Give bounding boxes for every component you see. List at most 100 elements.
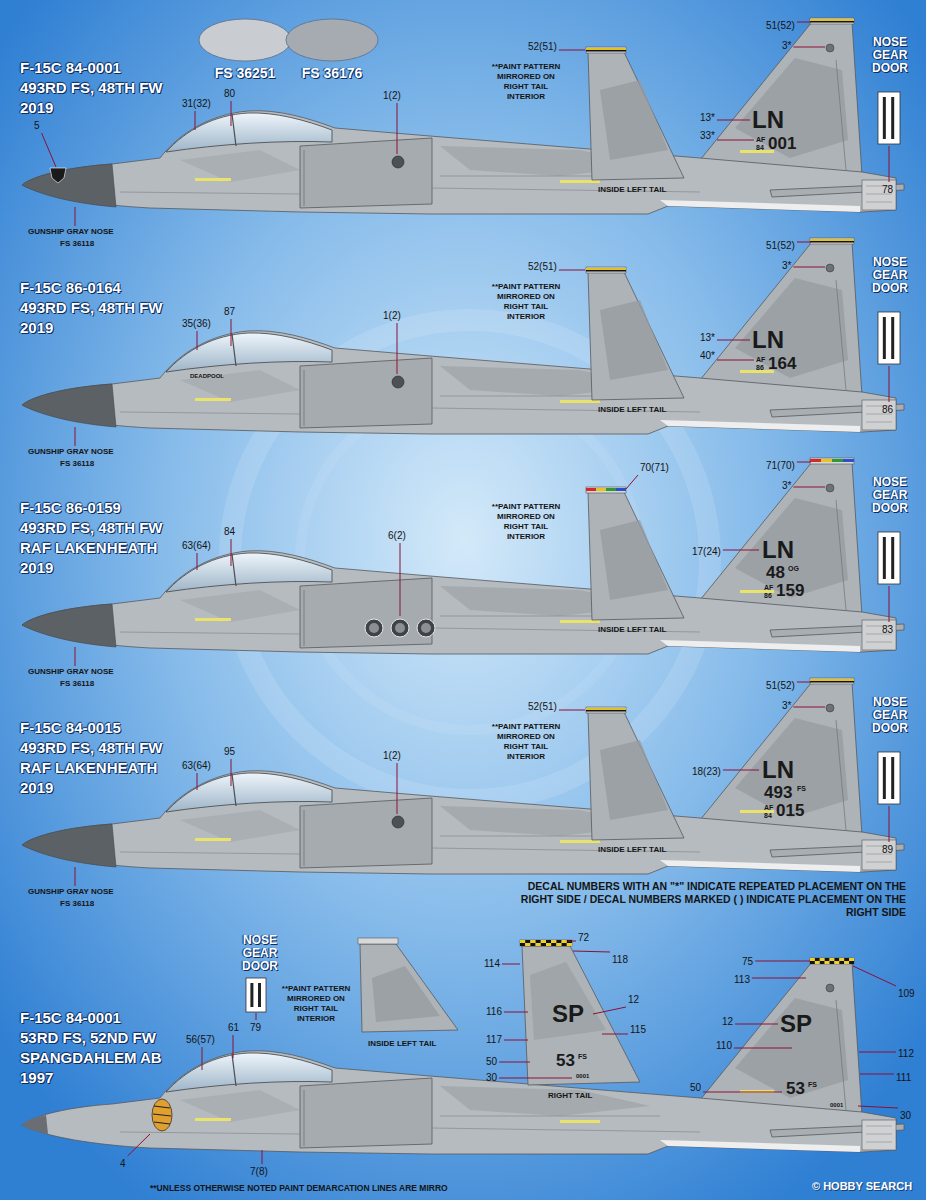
stencil-text: 0001 <box>830 1102 843 1108</box>
art-shape <box>735 278 848 378</box>
callout-number: 70(71) <box>640 462 669 473</box>
callout-number: 63(64) <box>182 760 211 771</box>
art-shape <box>546 940 551 943</box>
fin-cap <box>586 47 626 53</box>
serial-number: 015 <box>776 802 804 819</box>
spangdahlem-tails <box>358 938 640 1085</box>
serial-prefix: 86 <box>756 364 764 371</box>
art-shape <box>586 488 596 491</box>
art-shape <box>836 280 846 390</box>
art-shape <box>195 1118 231 1121</box>
art-shape <box>560 1120 600 1123</box>
art-shape <box>520 943 525 946</box>
callout-number: 5 <box>34 120 40 131</box>
aircraft-title: F-15C 84-0015 <box>20 720 121 737</box>
callout-number: 1(2) <box>383 310 401 321</box>
fin-cap <box>586 707 626 713</box>
art-shape <box>180 810 300 842</box>
leader-line <box>504 1012 528 1013</box>
nose-gear-door <box>878 752 900 804</box>
leader-line <box>400 543 401 616</box>
callout-number: 35(36) <box>182 318 211 329</box>
art-shape <box>820 961 825 964</box>
leader-line <box>197 331 198 350</box>
art-shape <box>120 192 300 194</box>
art-shape <box>440 1086 650 1116</box>
paint-note: **PAINT PATTERN MIRRORED ON RIGHT TAIL I… <box>486 502 566 542</box>
aircraft-title: 493RD FS, 48TH FW <box>20 80 163 97</box>
art-shape <box>588 52 684 180</box>
callout-number: 63(64) <box>182 540 211 551</box>
art-shape <box>826 984 834 992</box>
art-shape <box>546 943 551 946</box>
leader-line <box>75 427 76 446</box>
callout-number: 109 <box>898 988 915 999</box>
leader-line <box>195 111 196 130</box>
callout-number: 86 <box>882 404 893 415</box>
instruction-note: INSIDE LEFT TAIL <box>368 1040 436 1049</box>
art-shape <box>839 958 844 961</box>
instruction-note: INSIDE LEFT TAIL <box>598 406 666 415</box>
leader-line <box>559 270 585 271</box>
instruction-note: INSIDE LEFT TAIL <box>598 626 666 635</box>
watermark-ring <box>300 390 640 730</box>
aircraft-title: F-15C 84-0001 <box>20 60 121 77</box>
art-shape <box>836 60 846 170</box>
art-shape <box>304 370 305 426</box>
art-shape <box>232 114 236 146</box>
leader-line <box>75 207 76 226</box>
art-shape <box>392 376 404 388</box>
serial-prefix: OG <box>788 565 799 572</box>
art-shape <box>832 459 843 462</box>
art-shape <box>844 958 849 961</box>
art-shape <box>883 317 886 359</box>
serial-prefix: AF <box>756 136 765 143</box>
art-shape <box>810 681 854 683</box>
inside-tail-view <box>586 487 684 620</box>
callout-number: 13* <box>700 332 715 343</box>
leader-line <box>797 462 811 463</box>
art-shape <box>660 1140 860 1152</box>
serial-prefix: 86 <box>764 592 772 599</box>
callout-number: 110 <box>716 1040 732 1051</box>
art-shape <box>120 852 300 854</box>
leader-line <box>793 487 825 488</box>
callout-number: 83 <box>882 624 893 635</box>
art-shape <box>660 420 860 432</box>
art-shape <box>700 962 862 1116</box>
leader-line <box>858 1106 898 1108</box>
tail-code: LN <box>752 328 784 352</box>
callout-number: 13* <box>700 112 715 123</box>
callout-number: 31(32) <box>182 98 211 109</box>
callout-number: 72 <box>578 932 589 943</box>
f15-profile <box>22 238 904 434</box>
paint-note: **PAINT PATTERN MIRRORED ON RIGHT TAIL I… <box>486 722 566 762</box>
leader-line <box>797 682 811 683</box>
serial-number: 159 <box>776 582 804 599</box>
art-shape <box>810 239 854 241</box>
callout-number: 30 <box>486 1072 497 1083</box>
instruction-note: RIGHT TAIL <box>548 1092 592 1101</box>
decal-note: DECAL NUMBERS WITH AN "*" INDICATE REPEA… <box>506 880 906 919</box>
callout-number: 78 <box>882 184 893 195</box>
serial-number: 164 <box>768 355 796 372</box>
art-shape <box>551 943 556 946</box>
leader-line <box>75 647 76 666</box>
art-shape <box>586 710 626 712</box>
art-shape <box>300 1078 432 1148</box>
art-shape <box>541 943 546 946</box>
art-shape <box>232 774 236 806</box>
callout-number: 51(52) <box>766 240 795 251</box>
leader-line <box>231 101 232 126</box>
fin-cap <box>810 958 854 964</box>
instruction-note: INSIDE LEFT TAIL <box>598 186 666 195</box>
aircraft-title: 2019 <box>20 320 53 337</box>
paint-note: **PAINT PATTERN MIRRORED ON RIGHT TAIL I… <box>486 62 566 102</box>
art-shape <box>232 334 236 366</box>
leader-line <box>853 966 896 986</box>
art-shape <box>878 92 900 144</box>
art-shape <box>849 958 854 961</box>
art-shape <box>232 554 236 586</box>
art-shape <box>525 943 530 946</box>
callout-number: 17(24) <box>692 546 721 557</box>
